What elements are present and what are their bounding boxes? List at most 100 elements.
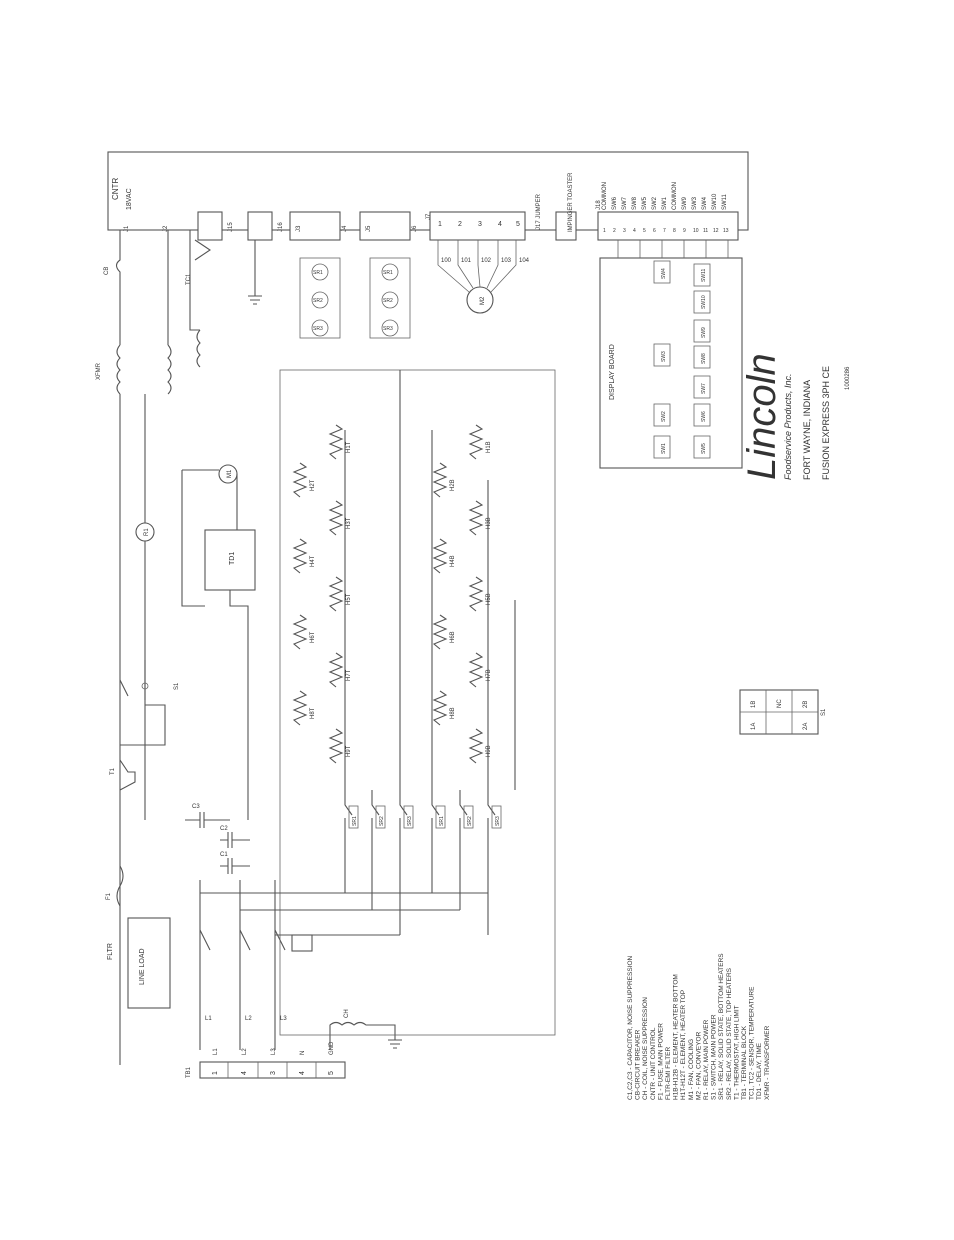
heater-label: H9T — [346, 745, 352, 757]
svg-text:102: 102 — [481, 258, 492, 264]
j15-connector — [197, 211, 223, 241]
ssr-label: SR1 — [352, 816, 358, 826]
tb1-lead-label: N — [300, 1051, 306, 1055]
heater-label: H2B — [450, 479, 456, 491]
svg-text:R1: R1 — [144, 528, 150, 536]
heater-section-frame — [279, 369, 556, 1036]
brand-drawing-number: 1000286 — [845, 366, 851, 390]
td1-time-delay: TD1 — [181, 470, 256, 820]
heater-element: H9T — [328, 728, 352, 764]
j1-label: J1 — [124, 225, 130, 232]
display-switch-sw3 — [653, 343, 671, 367]
j18-pin-number: 10 — [693, 228, 699, 234]
svg-text:C2: C2 — [220, 826, 228, 832]
svg-text:FLTR: FLTR — [107, 943, 114, 960]
display-switch-label: SW4 — [661, 268, 667, 279]
j18-pin-label: SW8 — [632, 196, 638, 210]
ssr-label: SR3 — [495, 816, 501, 826]
heater-label: H4T — [310, 555, 316, 567]
heater-element: H8T — [292, 690, 316, 726]
j16-label: J16 — [278, 222, 284, 232]
ssr-contact — [459, 790, 468, 820]
heater-element: H7T — [328, 652, 352, 688]
heater-label: H2T — [310, 479, 316, 491]
svg-text:CH: CH — [344, 1009, 350, 1018]
s1-contact-label: 2B — [803, 701, 809, 708]
svg-text:103: 103 — [501, 258, 512, 264]
j18-pin-label: SW6 — [612, 196, 618, 210]
j18-pin-label: SW2 — [652, 196, 658, 210]
j18-pin-number: 6 — [653, 228, 656, 234]
heater-element: H8B — [432, 690, 456, 726]
tc1-sensor: TC1 — [186, 239, 211, 285]
display-switch-label: SW1 — [661, 443, 667, 454]
svg-text:M1: M1 — [227, 469, 233, 478]
j18-pin-label: SW9 — [682, 196, 688, 210]
display-switch-sw4 — [653, 260, 671, 284]
svg-text:F1: F1 — [106, 892, 112, 900]
j18-pin-number: 4 — [633, 228, 636, 234]
heater-element: H6B — [432, 614, 456, 650]
display-switch-sw5 — [693, 435, 711, 459]
heater-element: H7B — [468, 652, 492, 688]
display-switch-label: SW7 — [701, 383, 707, 394]
ssr-contact — [371, 790, 380, 820]
heater-feed-wires — [200, 820, 489, 936]
j4-label: J4 — [342, 225, 348, 232]
heater-label: H5B — [486, 593, 492, 605]
svg-text:LINE LOAD: LINE LOAD — [139, 948, 146, 985]
svg-text:101: 101 — [461, 258, 472, 264]
heater-element: H5T — [328, 576, 352, 612]
j18-pin-label: SW4 — [702, 196, 708, 210]
svg-text:XFMR: XFMR — [96, 362, 102, 380]
heater-label: H6B — [450, 631, 456, 643]
j18-pin-number: 9 — [683, 228, 686, 234]
display-switch-sw10 — [693, 290, 711, 314]
j18-pin-label: SW1 — [662, 196, 668, 210]
brand-model: FUSION EXPRESS 3PH CE — [821, 366, 831, 480]
j18-pin-number: 3 — [623, 228, 626, 234]
svg-text:TD1: TD1 — [229, 552, 236, 565]
tb1-terminal-number: 1 — [212, 1071, 219, 1075]
display-switch-label: SW6 — [701, 411, 707, 422]
heater-label: H6T — [310, 631, 316, 643]
display-switch-label: SW5 — [701, 443, 707, 454]
j17-jumper-connector — [555, 211, 577, 241]
heater-label: H9B — [486, 745, 492, 757]
ground-symbol-j16 — [248, 240, 262, 305]
legend-line: M2 - FAN, CONVEYOR — [695, 1031, 702, 1100]
heater-label: H8B — [450, 707, 456, 719]
s1-contact-label: 2A — [803, 723, 809, 730]
svg-text:SR2: SR2 — [383, 298, 393, 304]
heater-label: H1T — [346, 441, 352, 453]
legend-line: S1 - SWITCH, MAIN POWER — [711, 1014, 718, 1100]
j18-pin-number: 1 — [603, 228, 606, 234]
fltr-emi-filter: LINE LOAD FLTR — [107, 917, 171, 1009]
j18-pin-labels: COMMON1SW62SW73SW84SW55SW26SW17COMMON8SW… — [602, 182, 729, 234]
brand-city: FORT WAYNE, INDIANA — [802, 380, 812, 480]
display-board — [599, 257, 743, 469]
j18-pin-number: 12 — [713, 228, 719, 234]
legend-line: TD1 - DELAY, TIME — [756, 1042, 763, 1100]
j18-pin-label: SW10 — [712, 193, 718, 210]
m1-cooling-fan: M1 — [182, 464, 238, 530]
j5-label: J5 — [366, 225, 372, 232]
heater-label: H4B — [450, 555, 456, 567]
j17-label: J17 JUMPER — [536, 193, 542, 230]
s1-contact-label: 1A — [751, 723, 757, 730]
brand-subtitle: Foodservice Products, Inc. — [783, 373, 793, 480]
r1-relay-coil: R1 — [135, 394, 155, 820]
display-board-label: DISPLAY BOARD — [609, 344, 616, 400]
heater-element: H4T — [292, 538, 316, 574]
j18-pin-label: SW7 — [622, 196, 628, 210]
display-board-ribbon — [617, 240, 729, 258]
tb1-lead-label: GND — [329, 1041, 335, 1055]
heater-label: H1B — [486, 441, 492, 453]
ssr-contact — [431, 790, 440, 820]
